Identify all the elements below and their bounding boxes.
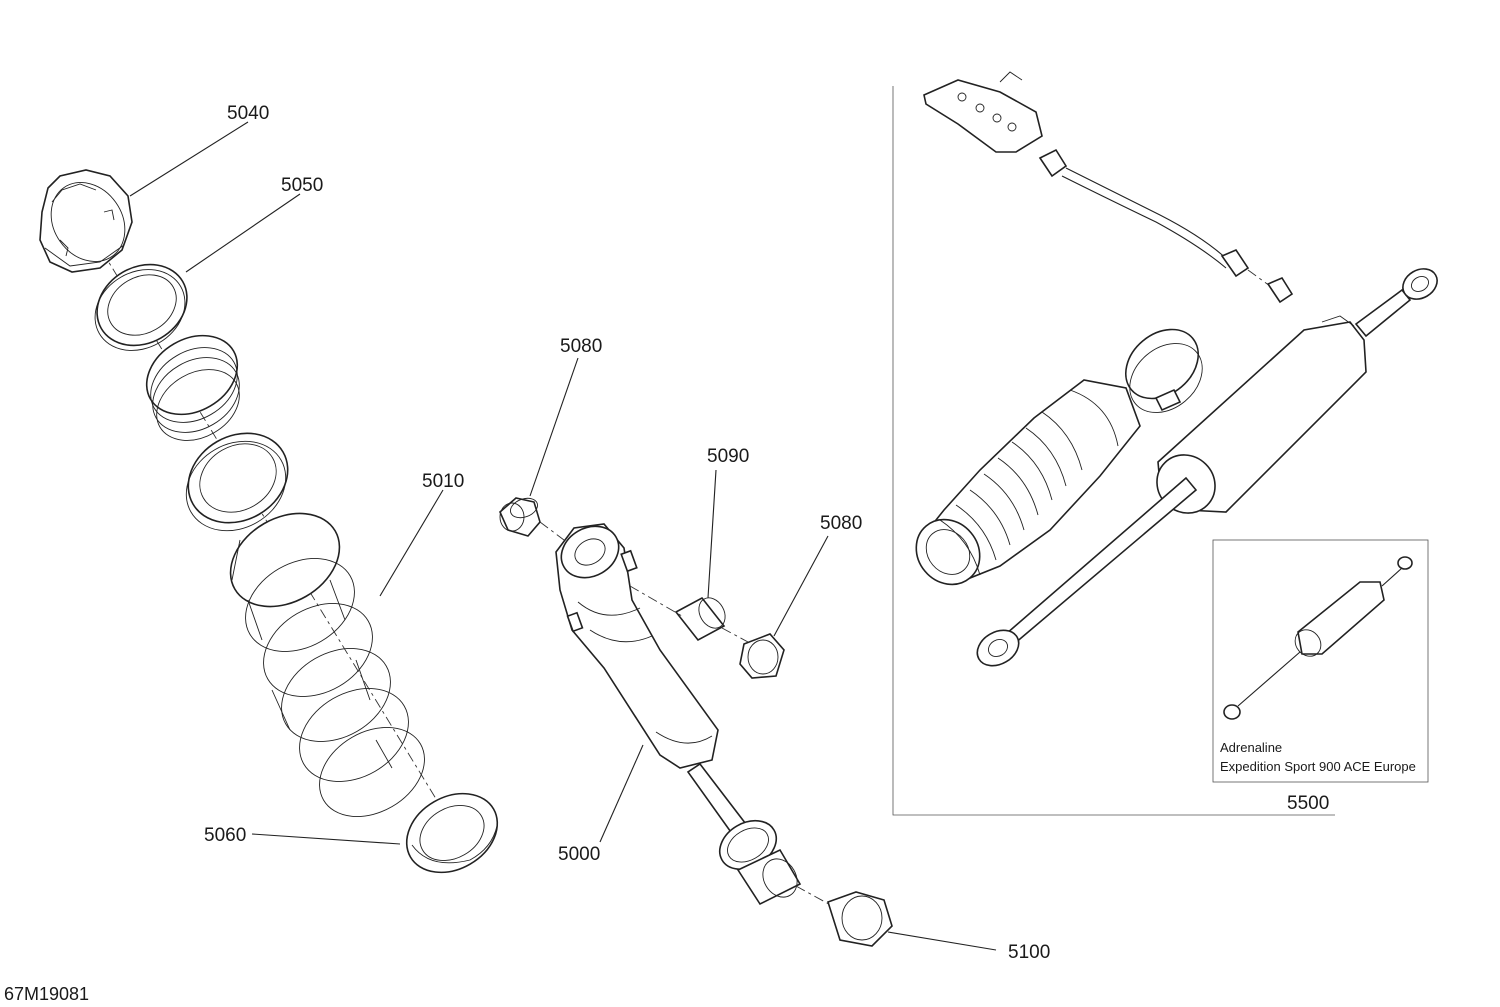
spring-seat-ring-5050: [94, 263, 188, 351]
inset-shock-thumbnail: [1223, 556, 1413, 720]
applicability-line-2: Expedition Sport 900 ACE Europe: [1220, 759, 1416, 774]
reservoir-bracket: [923, 71, 1043, 153]
reservoir-shock-body: [976, 268, 1438, 667]
reservoir-hose: [1038, 148, 1294, 304]
helper-spring: [145, 334, 240, 441]
main-coil-spring-5010: [229, 512, 425, 817]
bushing-5080-right: [739, 633, 785, 679]
reservoir-clamp: [1124, 328, 1203, 413]
shock-absorber-5000: [555, 523, 802, 906]
adjuster-nut-5040: [39, 169, 133, 273]
callout-5050: 5050: [281, 175, 323, 196]
callout-5500: 5500: [1287, 793, 1329, 814]
leader-lines: [129, 121, 997, 951]
callout-5010: 5010: [422, 471, 464, 492]
sleeve-5090: [674, 596, 726, 642]
callout-5080-upper: 5080: [560, 336, 602, 357]
callout-5040: 5040: [227, 103, 269, 124]
callout-5060: 5060: [204, 825, 246, 846]
dust-boot: [915, 379, 1141, 586]
applicability-inset-box: [1212, 539, 1429, 783]
callout-5100: 5100: [1008, 942, 1050, 963]
applicability-line-1: Adrenaline: [1220, 740, 1282, 755]
callout-5090: 5090: [707, 446, 749, 467]
diagram-id: 67M19081: [4, 984, 89, 1004]
callout-5000: 5000: [558, 844, 600, 865]
callout-5080-right: 5080: [820, 513, 862, 534]
lower-retainer-5060: [405, 792, 499, 874]
bushing-5100: [827, 891, 893, 947]
kit-5500-frame: [892, 86, 1335, 816]
bushing-5080-left: [499, 497, 541, 537]
spring-spacer-ring: [185, 432, 289, 532]
